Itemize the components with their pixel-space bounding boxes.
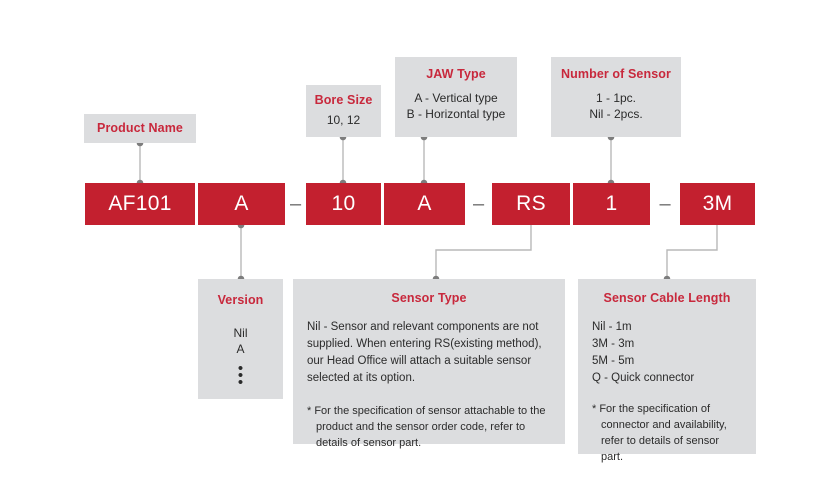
callout-version-title: Version bbox=[217, 293, 264, 307]
callout-jaw-type-line-1: A - Vertical type bbox=[414, 91, 498, 105]
callout-bore-size-title: Bore Size bbox=[314, 93, 373, 107]
code-segment-version[interactable]: A bbox=[198, 183, 285, 225]
leader-sensor-type bbox=[435, 225, 532, 279]
callout-sensor-type: Sensor Type Nil - Sensor and relevant co… bbox=[293, 279, 565, 449]
callout-number-of-sensor-line-1: 1 - 1pc. bbox=[595, 91, 637, 105]
callout-number-of-sensor-line-2: Nil - 2pcs. bbox=[589, 107, 643, 121]
callout-number-of-sensor: Number of Sensor 1 - 1pc. Nil - 2pcs. bbox=[551, 57, 681, 137]
callout-cable-length-line-1: Nil - 1m bbox=[592, 321, 632, 333]
callout-cable-length-line-3: 5M - 5m bbox=[592, 355, 635, 367]
leader-cable-length bbox=[666, 225, 718, 279]
callout-bore-size-line-1: 10, 12 bbox=[326, 113, 361, 127]
callout-sensor-cable-length: Sensor Cable Length Nil - 1m 3M - 3m 5M … bbox=[578, 279, 756, 463]
code-separator-2: – bbox=[472, 192, 485, 215]
code-segment-bore-size[interactable]: 10 bbox=[306, 183, 381, 225]
code-segment-sensor-count[interactable]: 1 bbox=[573, 183, 650, 225]
callout-product-name: Product Name bbox=[84, 114, 196, 143]
callout-product-name-title: Product Name bbox=[97, 121, 183, 135]
callout-version-ellipsis: • • • bbox=[237, 360, 244, 391]
code-separator-1: – bbox=[289, 192, 302, 215]
callout-cable-length-line-4: Q - Quick connector bbox=[592, 372, 695, 384]
callout-jaw-type-line-2: B - Horizontal type bbox=[406, 107, 506, 121]
code-segment-cable-length[interactable]: 3M bbox=[680, 183, 755, 225]
callout-sensor-type-note: * For the specification of sensor attach… bbox=[307, 405, 546, 449]
callout-cable-length-note: * For the specification of connector and… bbox=[592, 403, 727, 463]
callout-sensor-type-title: Sensor Type bbox=[391, 291, 467, 305]
callout-sensor-type-body: Nil - Sensor and relevant components are… bbox=[307, 321, 542, 384]
callout-bore-size: Bore Size 10, 12 bbox=[306, 85, 381, 137]
code-separator-3: – bbox=[659, 192, 671, 215]
callout-version-line-1: Nil bbox=[233, 326, 248, 340]
code-segment-sensor-type[interactable]: RS bbox=[492, 183, 570, 225]
callout-cable-length-title: Sensor Cable Length bbox=[603, 291, 731, 305]
callout-version-line-2: A bbox=[236, 342, 245, 356]
callout-number-of-sensor-title: Number of Sensor bbox=[561, 67, 671, 81]
callout-jaw-type-title: JAW Type bbox=[426, 67, 486, 81]
callout-version: Version Nil A • • • bbox=[198, 279, 283, 399]
code-segment-jaw-type[interactable]: A bbox=[384, 183, 465, 225]
callout-cable-length-line-2: 3M - 3m bbox=[592, 338, 635, 350]
code-segment-product-name[interactable]: AF101 bbox=[85, 183, 195, 225]
callout-jaw-type: JAW Type A - Vertical type B - Horizonta… bbox=[395, 57, 517, 137]
